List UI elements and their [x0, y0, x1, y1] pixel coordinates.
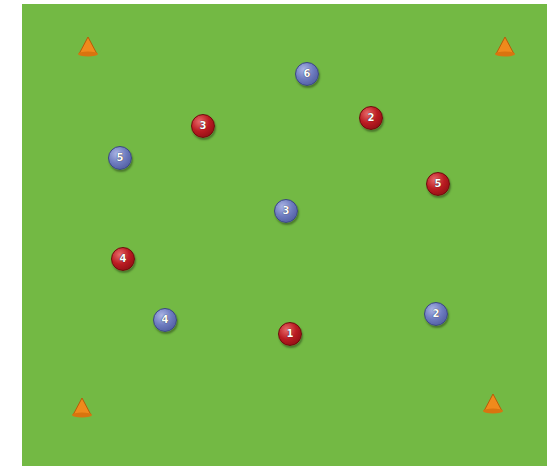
blue-player: 6: [295, 62, 319, 86]
cone-base: [78, 52, 98, 57]
cones: [72, 37, 515, 418]
blue-player: 4: [153, 308, 177, 332]
cone: [79, 37, 97, 54]
player-number: 6: [304, 69, 311, 79]
cone: [484, 394, 502, 411]
player-number: 1: [287, 329, 294, 339]
blue-player: 5: [108, 146, 132, 170]
cone: [73, 398, 91, 415]
player-number: 5: [435, 179, 442, 189]
cone: [496, 37, 514, 54]
red-player: 4: [111, 247, 135, 271]
player-number: 4: [162, 315, 169, 325]
player-number: 5: [117, 153, 124, 163]
red-player: 2: [359, 106, 383, 130]
red-player: 1: [278, 322, 302, 346]
player-number: 3: [283, 206, 290, 216]
player-number: 4: [120, 254, 127, 264]
player-number: 2: [433, 309, 440, 319]
player-number: 2: [368, 113, 375, 123]
cone-base: [495, 52, 515, 57]
grass: [22, 4, 547, 466]
cone-base: [483, 409, 503, 414]
cone-base: [72, 413, 92, 418]
blue-player: 2: [424, 302, 448, 326]
player-number: 3: [200, 121, 207, 131]
red-player: 3: [191, 114, 215, 138]
red-player: 5: [426, 172, 450, 196]
blue-player: 3: [274, 199, 298, 223]
